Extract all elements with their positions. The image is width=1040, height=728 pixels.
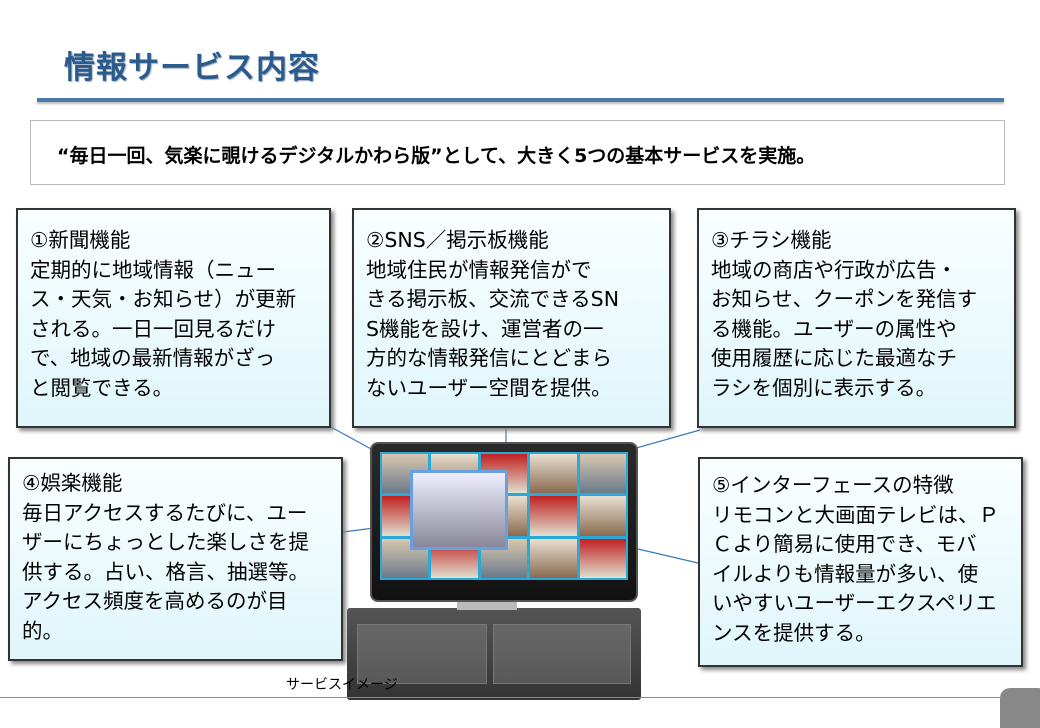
- box-text-line: 使用履歴に応じた最適なチ: [711, 346, 957, 370]
- tv-stand-illustration: [347, 608, 641, 700]
- footer-divider: [0, 697, 1000, 698]
- box-heading: ②SNS／掲示板機能: [366, 228, 549, 252]
- headline-text: “毎日一回、気楽に覗けるデジタルかわら版”として、大きく5つの基本サービスを実施…: [57, 145, 816, 167]
- box-text-line: イルよりも情報量が多い、使: [712, 561, 979, 586]
- service-box-newspaper: ①新聞機能定期的に地域情報（ニュース・天気・お知らせ）が更新される。一日一回見る…: [16, 208, 331, 428]
- box-text-line: お知らせ、クーポンを発信す: [711, 287, 978, 311]
- headline-box: “毎日一回、気楽に覗けるデジタルかわら版”として、大きく5つの基本サービスを実施…: [30, 120, 1005, 185]
- box-text-line: Ｃより簡易に使用でき、モバ: [712, 532, 977, 556]
- tv-screen: [380, 452, 628, 580]
- box-text-line: ザーにちょっとした楽しさを提: [22, 530, 309, 554]
- tv-illustration: [370, 442, 638, 602]
- box-heading: ③チラシ機能: [711, 228, 832, 252]
- box-text-line: ス・天気・お知らせ）が更新: [30, 287, 297, 311]
- box-text-line: 的。: [22, 618, 63, 643]
- service-box-flyer: ③チラシ機能地域の商店や行政が広告・お知らせ、クーポンを発信する機能。ユーザーの…: [697, 208, 1016, 428]
- service-box-sns: ②SNS／掲示板機能地域住民が情報発信ができる掲示板、交流できるSN S機能を設け…: [352, 208, 671, 428]
- box-text-line: いやすいユーザーエクスペリエ: [712, 591, 997, 615]
- service-box-entertainment: ④娯楽機能毎日アクセスするたびに、ユーザーにちょっとした楽しさを提供する。占い、…: [8, 457, 343, 661]
- page-number-tab: [1000, 688, 1040, 728]
- title-divider: [37, 98, 1004, 102]
- box-text-line: きる掲示板、交流できるSN: [366, 287, 620, 311]
- box-text-line: ないユーザー空間を提供。: [366, 375, 612, 400]
- box-text-line: と閲覧できる。: [30, 375, 174, 400]
- tv-neck: [457, 600, 517, 610]
- box-text-line: S機能を設け、運営者の一: [366, 316, 604, 341]
- box-heading: ④娯楽機能: [22, 471, 123, 495]
- slide-title: 情報サービス内容: [64, 50, 320, 86]
- box-heading: ⑤インターフェースの特徴: [712, 473, 954, 497]
- box-text-line: 地域の商店や行政が広告・: [711, 257, 957, 282]
- box-text-line: 供する。占い、格言、抽選等。: [22, 559, 309, 584]
- box-text-line: ラシを個別に表示する。: [711, 375, 937, 400]
- box-text-line: リモコンと大画面テレビは、Ｐ: [712, 502, 999, 527]
- box-heading: ①新聞機能: [30, 228, 131, 252]
- box-text-line: ンスを提供する。: [712, 620, 876, 645]
- box-text-line: で、地域の最新情報がざっ: [30, 346, 276, 370]
- box-text-line: 方的な情報発信にとどまら: [366, 346, 612, 370]
- box-text-line: 毎日アクセスするたびに、ユー: [22, 500, 308, 525]
- service-box-interface: ⑤インターフェースの特徴リモコンと大画面テレビは、Ｐ Ｃより簡易に使用でき、モバイ…: [698, 457, 1023, 667]
- image-caption: サービスイメージ: [286, 677, 398, 693]
- box-text-line: される。一日一回見るだけ: [30, 316, 276, 341]
- box-text-line: 定期的に地域情報（ニュー: [30, 257, 276, 282]
- box-text-line: る機能。ユーザーの属性や: [711, 316, 957, 341]
- box-text-line: アクセス頻度を高めるのが目: [22, 589, 288, 613]
- box-text-line: 地域住民が情報発信がで: [366, 257, 592, 282]
